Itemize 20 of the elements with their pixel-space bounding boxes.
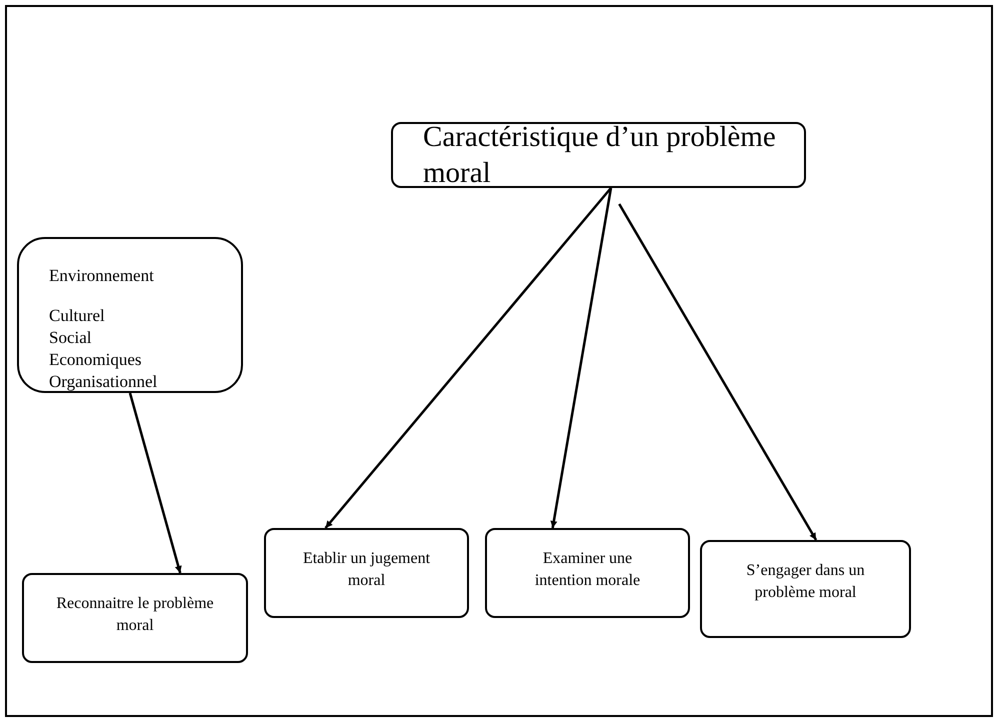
arrow xyxy=(550,188,612,528)
node-label: Etablir un jugement moral xyxy=(302,549,432,591)
node-label: S’engager dans un problème moral xyxy=(745,561,866,603)
list-item: Social xyxy=(49,327,92,349)
node-heading: Environnement xyxy=(49,265,154,287)
arrow xyxy=(128,392,182,574)
rounded-box xyxy=(22,573,248,663)
rounded-box xyxy=(17,237,243,393)
arrow xyxy=(618,203,818,541)
list-item: Economiques xyxy=(49,349,142,371)
rounded-box xyxy=(485,528,690,618)
node-label: Reconnaitre le problème moral xyxy=(55,594,215,636)
node-title: Caractéristique d’un problème moral xyxy=(423,120,777,191)
node-label: Examiner une intention morale xyxy=(534,549,642,591)
rounded-box xyxy=(391,122,806,188)
rounded-box xyxy=(700,540,911,638)
list-item: Organisationnel xyxy=(49,371,158,393)
arrow xyxy=(324,187,612,529)
rounded-box xyxy=(264,528,469,618)
list-item: Culturel xyxy=(49,305,105,327)
